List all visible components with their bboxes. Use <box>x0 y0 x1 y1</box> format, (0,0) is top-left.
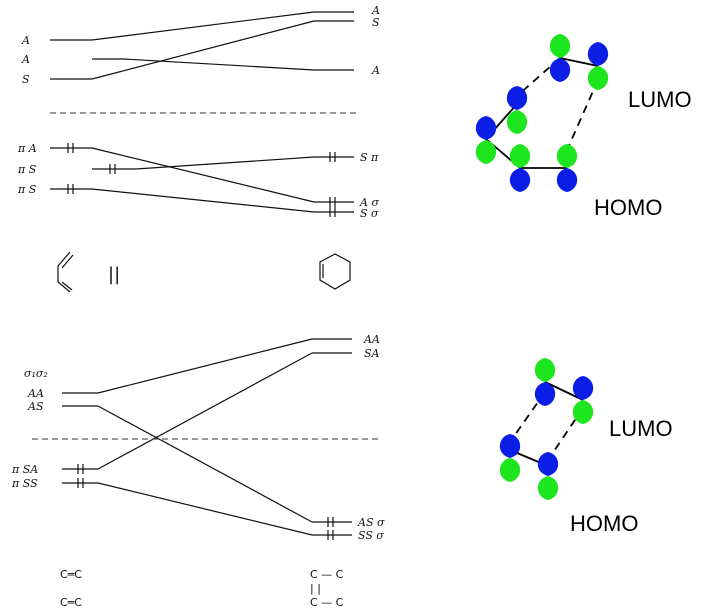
level-label: S <box>372 16 380 29</box>
level-label: π A <box>17 142 37 155</box>
correlation-line <box>91 147 315 203</box>
p-orbital-lobe <box>506 86 528 134</box>
ethylene-structure: C═C <box>60 596 82 609</box>
p-orbital-lobe <box>549 34 571 82</box>
correlation-line <box>97 405 313 523</box>
correlation-line <box>135 156 315 170</box>
correlation-line <box>91 20 315 80</box>
level-label: SA <box>364 347 380 360</box>
bond-dashed <box>516 57 561 97</box>
electron-pair <box>329 207 336 217</box>
correlation-line <box>91 188 315 213</box>
bottom-correlation-diagram: σ₁σ₂ AA AS π SA π SS AA SA AS σ SS σ C═C… <box>11 333 385 609</box>
level-header: σ₁σ₂ <box>24 367 48 380</box>
cyclobutane-structure: C — C <box>310 596 344 609</box>
cyclobutane-structure: C — C <box>310 568 344 581</box>
electron-pair <box>67 143 74 153</box>
electron-pair <box>327 517 334 527</box>
level-label: π S <box>17 183 37 196</box>
level-label: A <box>21 34 30 47</box>
electron-pair <box>109 164 116 174</box>
ethylene-structure: C═C <box>60 568 82 581</box>
electron-pair <box>77 464 84 474</box>
level-label: AS σ <box>357 516 385 529</box>
level-label: π SS <box>11 477 38 490</box>
electron-pair <box>67 184 74 194</box>
level-label: AA <box>363 333 380 346</box>
level-label: A <box>21 53 30 66</box>
lumo-label: LUMO <box>628 87 692 112</box>
electron-pair <box>327 530 334 540</box>
correlation-line <box>91 11 315 41</box>
level-label: S σ <box>360 207 379 220</box>
butadiene-structure <box>57 251 74 293</box>
bond <box>559 57 599 67</box>
level-label: SS σ <box>358 529 384 542</box>
p-orbital-lobe <box>537 452 559 500</box>
bond-dashed <box>566 79 599 151</box>
level-label: AS <box>27 400 44 413</box>
homo-label: HOMO <box>570 511 638 536</box>
top-correlation-diagram: A A S π A π S π S A S A S π A σ S σ || <box>17 4 380 293</box>
orbital-figure-top: LUMO HOMO <box>475 34 692 220</box>
level-label: AA <box>27 387 44 400</box>
electron-pair <box>329 197 336 207</box>
level-label: π S <box>17 163 37 176</box>
level-label: π SA <box>11 463 38 476</box>
lumo-label: LUMO <box>609 416 673 441</box>
p-orbital-lobe <box>534 358 556 406</box>
bond <box>544 381 584 401</box>
correlation-line <box>97 352 313 470</box>
ethylene-structure: || <box>108 264 120 285</box>
homo-label: HOMO <box>594 195 662 220</box>
correlation-line <box>123 58 315 71</box>
bond-dashed <box>547 407 584 461</box>
electron-pair <box>77 478 84 488</box>
level-label: A σ <box>359 196 379 209</box>
correlation-line <box>97 338 313 394</box>
p-orbital-lobe <box>475 116 497 164</box>
p-orbital-lobe <box>572 376 594 424</box>
correlation-line <box>97 482 313 536</box>
cyclobutane-structure: | | <box>310 582 321 595</box>
cyclohexene-structure <box>319 253 351 290</box>
level-label: S <box>22 73 30 86</box>
bond-dashed <box>509 391 546 443</box>
orbital-figure-bottom: LUMO HOMO <box>499 358 673 536</box>
level-label: A <box>371 64 380 77</box>
electron-pair <box>329 152 336 162</box>
p-orbital-lobe <box>499 434 521 482</box>
p-orbital-lobe <box>587 42 609 90</box>
level-label: S π <box>360 151 379 164</box>
level-label: A <box>371 4 380 17</box>
